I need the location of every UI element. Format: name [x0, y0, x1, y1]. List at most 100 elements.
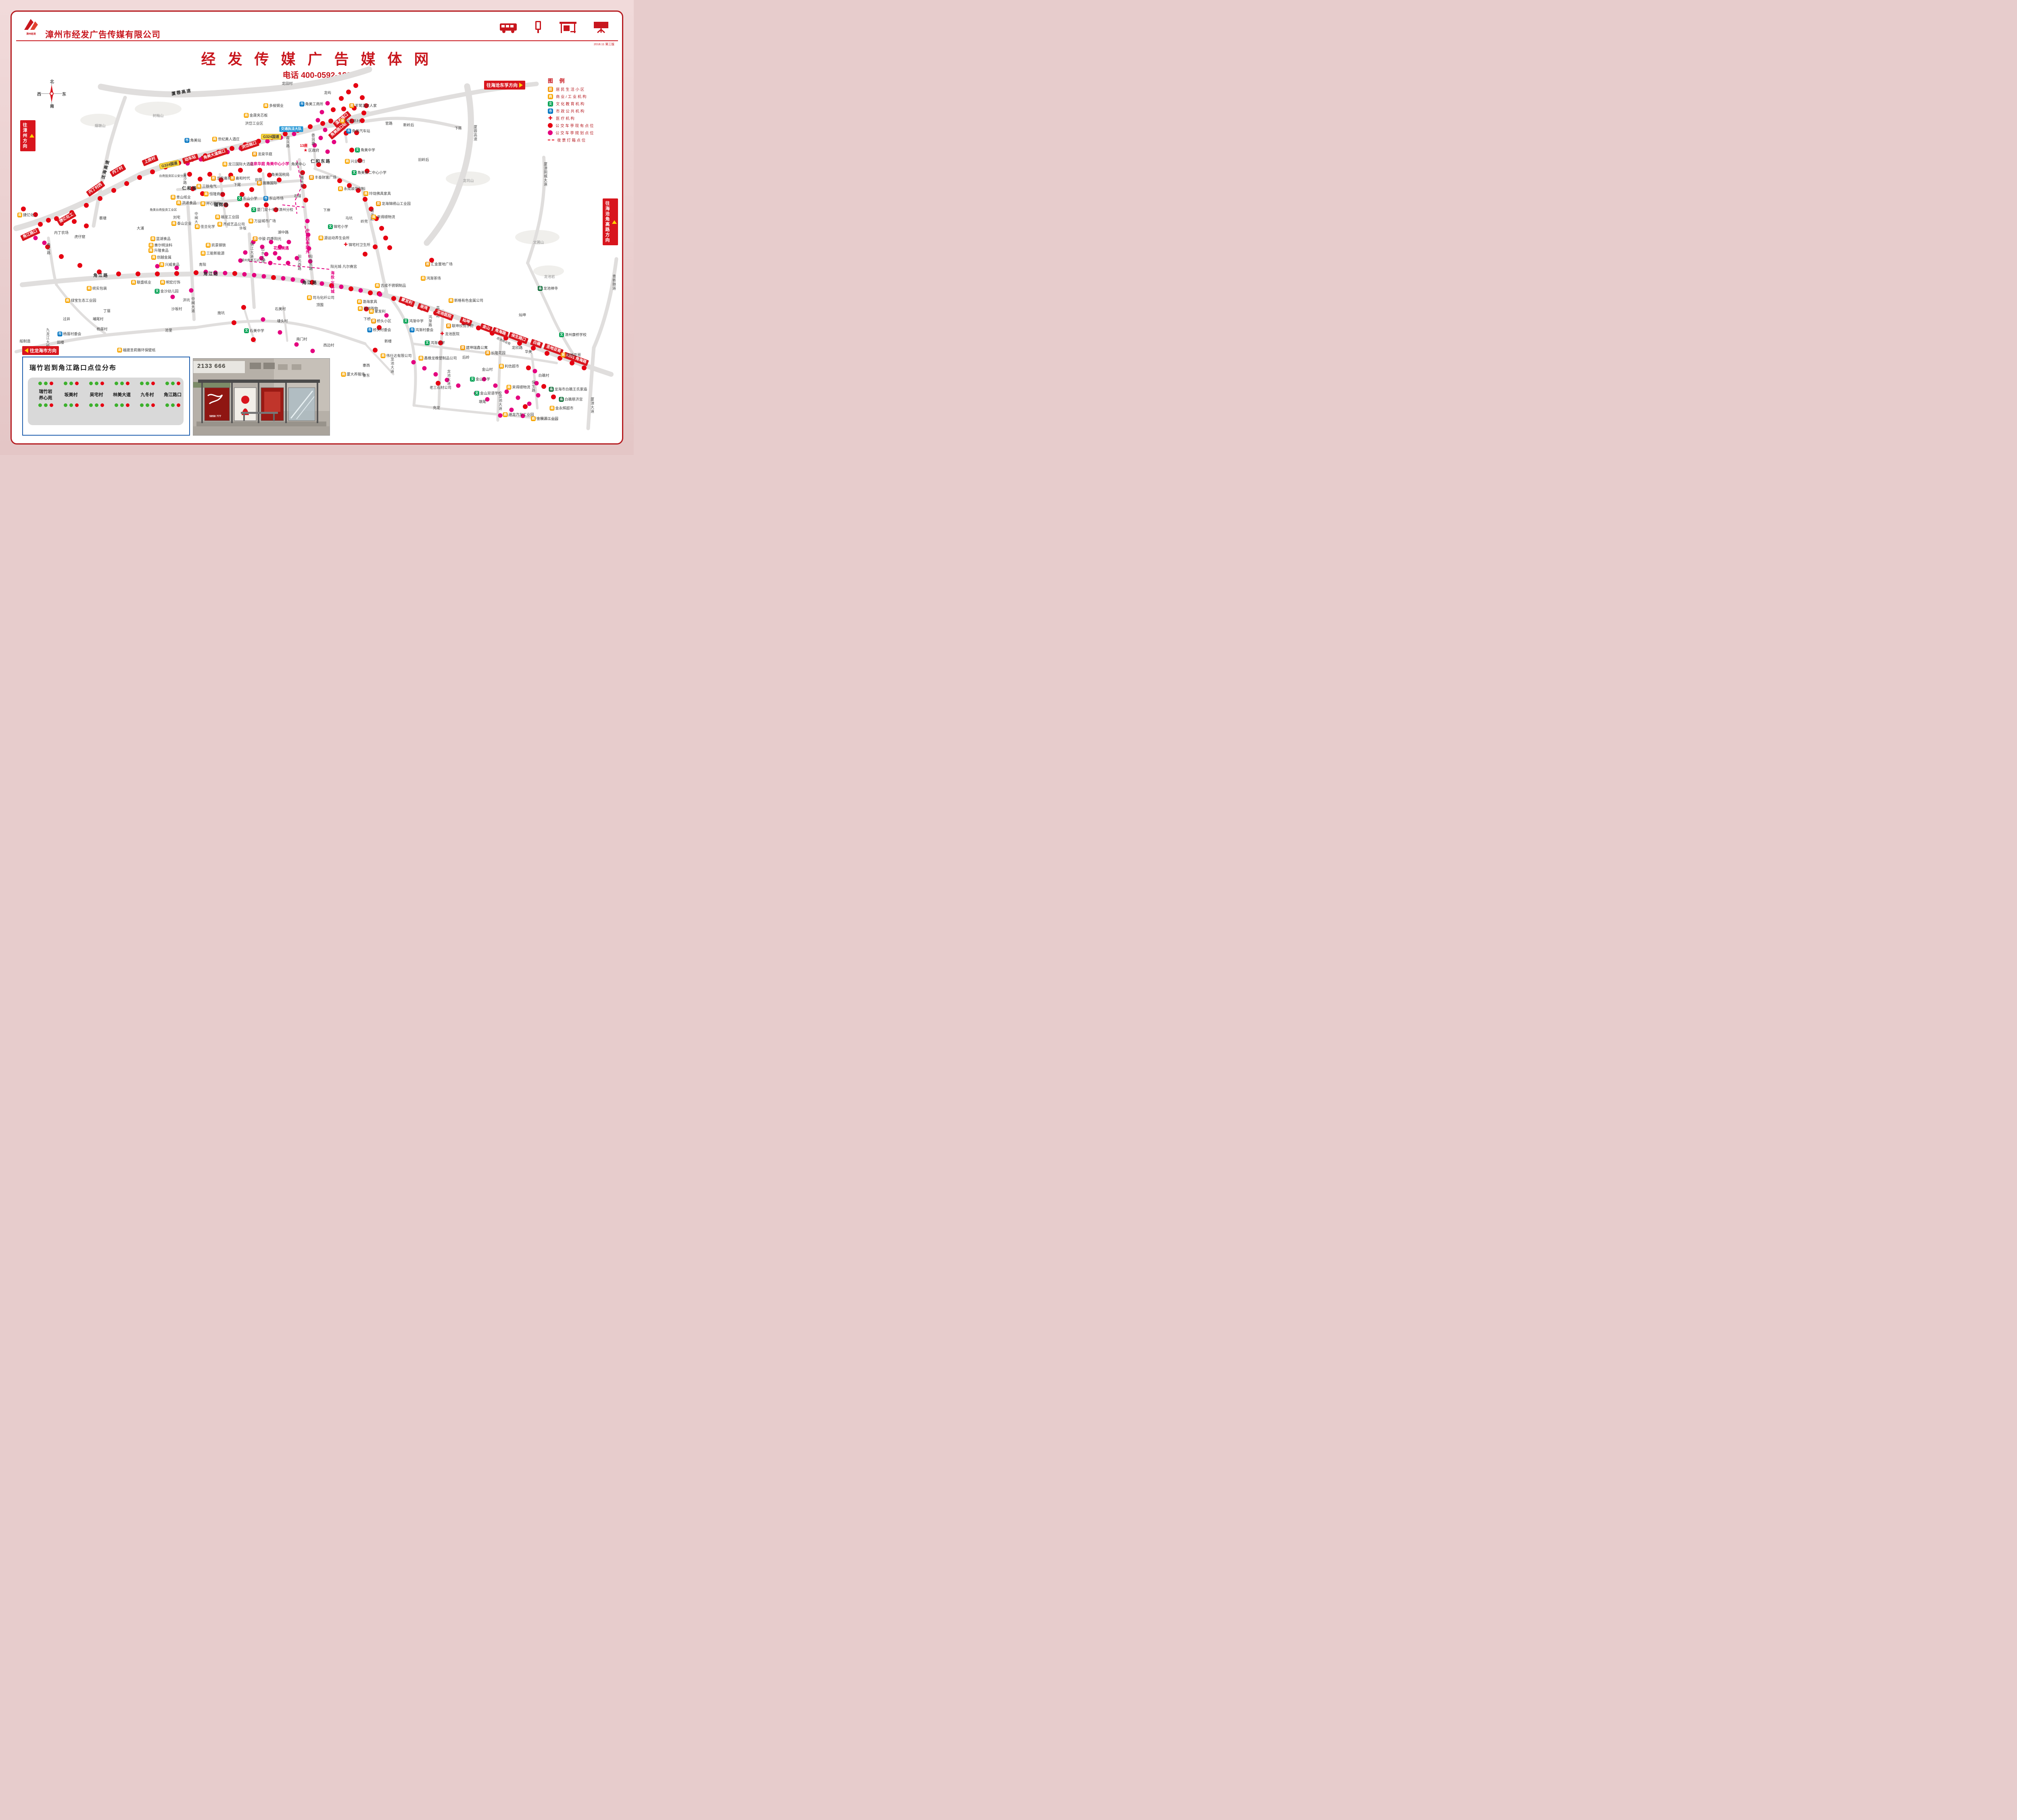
inset-dot — [171, 382, 175, 385]
inset-station-name: 吴宅村 — [90, 392, 103, 397]
compass-south: 南 — [50, 104, 54, 109]
inset-dots-bottom — [38, 403, 53, 407]
inset-dot — [89, 382, 93, 385]
ju-icon: 居 — [548, 86, 553, 92]
legend-items: 居居 民 生 活 小 区商商 业 / 工 业 机 构文文 化 教 育 机 构市市… — [548, 86, 612, 143]
inset-dot — [176, 403, 180, 407]
yi-icon: ✚ — [548, 115, 553, 121]
header-divider — [16, 40, 618, 41]
shang-icon: 商 — [548, 94, 553, 99]
inset-station: 吴宅村 — [82, 382, 111, 407]
inset-station: 瑞竹岩 养心苑 — [31, 382, 60, 407]
inset-dot — [145, 403, 149, 407]
shi-icon: 市 — [548, 108, 553, 114]
inset-dot — [140, 403, 144, 407]
logo-mark-icon — [24, 19, 38, 30]
inset-station: 九冬村 — [133, 382, 161, 407]
inset-dot — [120, 382, 124, 385]
legend-item-label: 医 疗 机 构 — [556, 117, 574, 121]
legend-item-label: 市 政 公 共 机 构 — [556, 109, 585, 114]
inset-station-name: 瑞竹岩 养心苑 — [39, 389, 52, 401]
inset-dot — [49, 382, 53, 385]
company-logo: 漳州经发 — [23, 18, 40, 35]
legend-item: 居居 民 生 活 小 区 — [548, 86, 612, 92]
inset-dots-bottom — [140, 403, 155, 407]
inset-dot — [38, 382, 42, 385]
inset-dot — [44, 403, 48, 407]
inset-dots-bottom — [165, 403, 180, 407]
shelter-icon — [560, 22, 576, 33]
inset-dot — [125, 382, 129, 385]
legend-item: 夜 景 灯 箱 点 位 — [548, 137, 612, 143]
inset-title: 瑞竹岩到角江路口点位分布 — [29, 365, 117, 372]
compass: 北 南 西 东 — [37, 79, 66, 109]
inset-road-band: 瑞竹岩 养心苑 坂美村 吴宅村 林美大道九冬村角江路口 — [28, 378, 184, 425]
photo-building-sign: 2133 666 — [197, 363, 226, 369]
inset-station-name: 坂美村 — [64, 392, 78, 397]
inset-distribution: 瑞竹岩到角江路口点位分布 瑞竹岩 养心苑 坂美村 吴宅村 林美大道九冬村角江路口 — [22, 357, 190, 436]
inset-dot — [89, 403, 93, 407]
wen-icon: 文 — [548, 101, 553, 106]
inset-dot — [151, 403, 155, 407]
inset-dot — [125, 403, 129, 407]
legend-item: 商商 业 / 工 业 机 构 — [548, 94, 612, 99]
legend-item-label: 文 化 教 育 机 构 — [556, 102, 585, 106]
legend-item-label: 夜 景 灯 箱 点 位 — [557, 138, 586, 143]
compass-north: 北 — [50, 80, 54, 84]
inset-dots-bottom — [89, 403, 104, 407]
shelter-photo: 2133 666 5858 777 — [193, 358, 330, 436]
legend-item: 文文 化 教 育 机 构 — [548, 101, 612, 106]
inset-station: 角江路口 — [159, 382, 187, 407]
inset-dot — [171, 403, 175, 407]
inset-dot — [94, 403, 98, 407]
inset-dots-top — [140, 382, 155, 386]
inset-dot — [120, 403, 124, 407]
dot-pink-icon — [548, 130, 553, 135]
edition-note: 2018.11 第三版 — [593, 42, 614, 46]
inset-dot — [145, 382, 149, 385]
legend-title: 图 例 — [548, 78, 567, 84]
legend-item: 公 交 车 亭 现 有 点 位 — [548, 123, 612, 128]
legend-item: 公 交 车 亭 规 划 点 位 — [548, 130, 612, 136]
inset-dot — [94, 382, 98, 385]
inset-station: 林美大道 — [108, 382, 136, 407]
inset-dots-top — [114, 382, 129, 386]
night-lightbox-route — [249, 160, 331, 270]
inset-dot — [49, 403, 53, 407]
inset-dot — [63, 382, 67, 385]
inset-station-name: 角江路口 — [164, 392, 182, 397]
inset-dots-bottom — [63, 403, 79, 407]
inset-dot — [63, 403, 67, 407]
page: 漳州经发 漳州市经发广告传媒有限公司 2018.11 第三版 经 发 传 媒 广… — [0, 0, 634, 455]
inset-dot — [176, 382, 180, 385]
inset-dot — [114, 403, 118, 407]
inset-dot — [69, 403, 73, 407]
inset-dots-top — [165, 382, 180, 386]
legend-item: ✚医 疗 机 构 — [548, 115, 612, 121]
dot-red-icon — [548, 123, 553, 128]
company-name: 漳州市经发广告传媒有限公司 — [45, 30, 161, 40]
inset-station-name: 林美大道 — [113, 392, 131, 397]
media-type-icons — [499, 20, 610, 34]
bus-icon — [500, 23, 517, 33]
legend-item-label: 居 民 生 活 小 区 — [556, 88, 585, 92]
inset-dot — [140, 382, 144, 385]
legend: 图 例 居居 民 生 活 小 区商商 业 / 工 业 机 构文文 化 教 育 机… — [545, 75, 615, 146]
inset-station: 坂美村 — [57, 382, 85, 407]
logo-text: 漳州经发 — [26, 33, 36, 35]
inset-dot — [75, 382, 79, 385]
lightbox-icon — [535, 21, 541, 33]
map-title: 经 发 传 媒 广 告 媒 体 网 — [201, 51, 433, 67]
inset-dot — [69, 382, 73, 385]
inset-dot — [100, 382, 104, 385]
inset-dots-top — [89, 382, 104, 386]
compass-rose-icon — [41, 83, 62, 104]
legend-item-label: 公 交 车 亭 现 有 点 位 — [555, 124, 594, 128]
inset-dot — [44, 382, 48, 385]
inset-dot — [165, 382, 169, 385]
inset-dot — [151, 382, 155, 385]
hill-shapes — [80, 102, 564, 277]
inset-dots-top — [38, 382, 53, 386]
billboard-icon — [594, 22, 608, 33]
inset-dot — [165, 403, 169, 407]
